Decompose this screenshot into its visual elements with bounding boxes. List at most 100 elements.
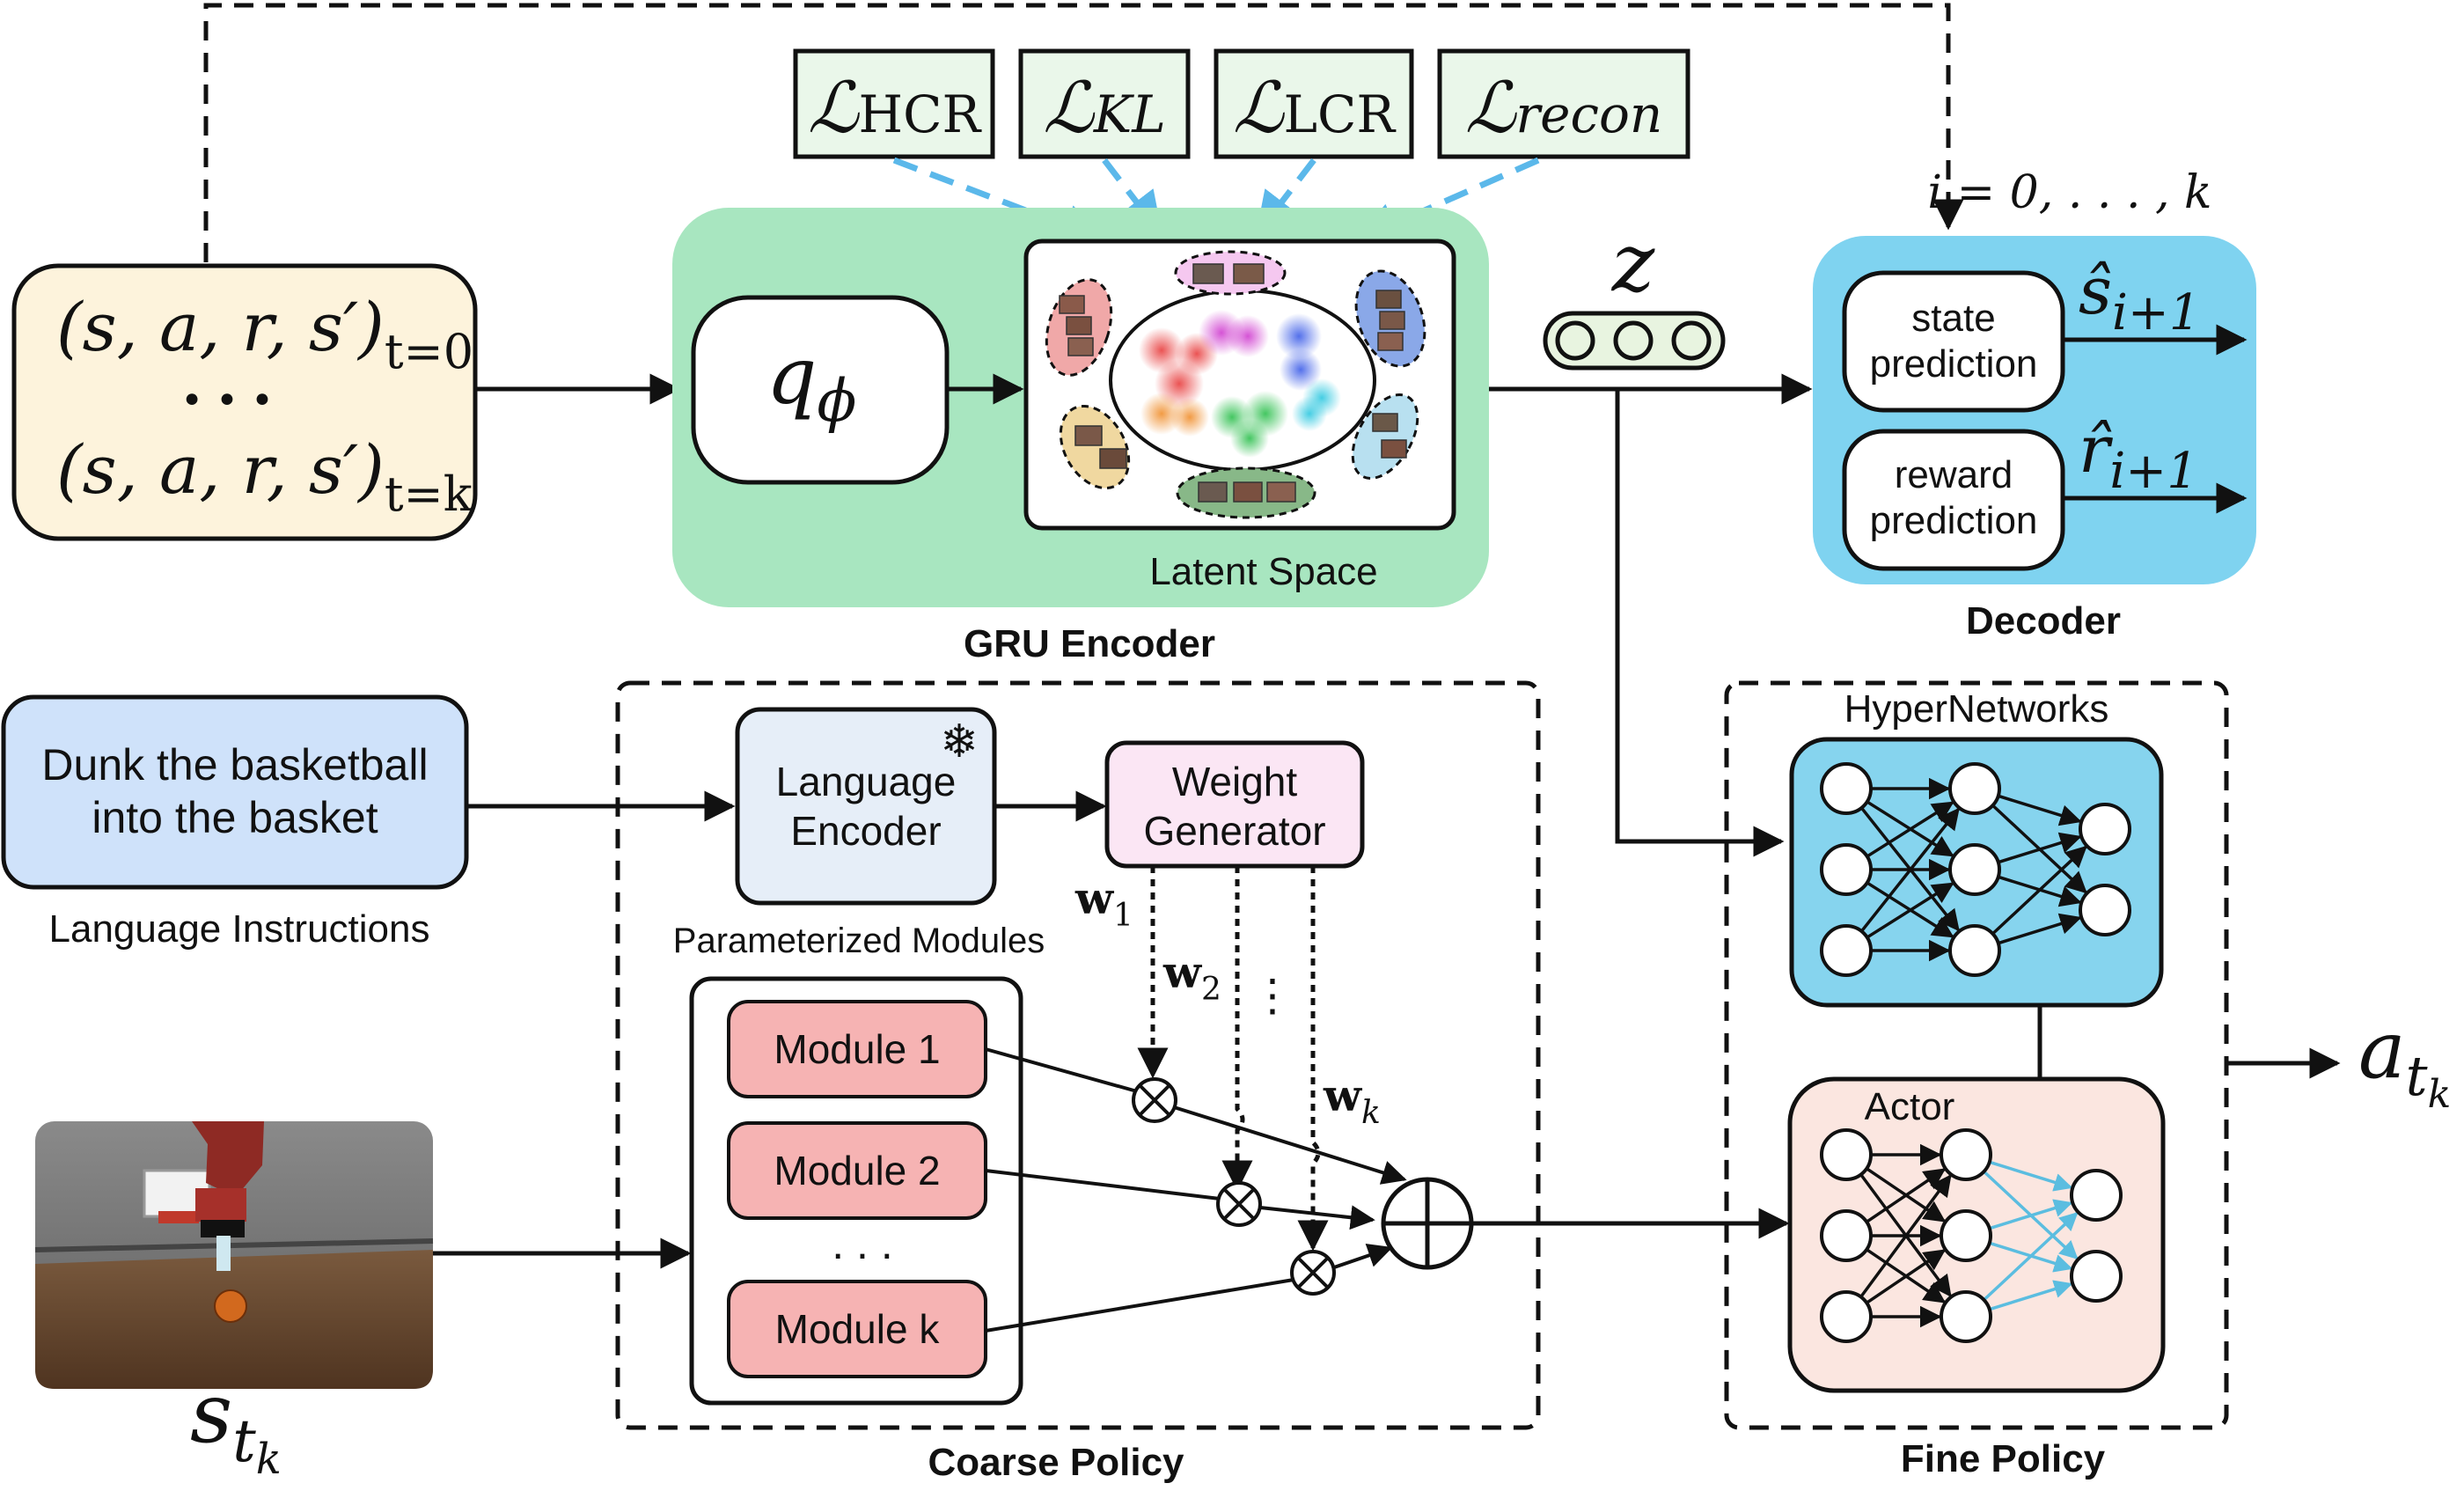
loss-arrow-lcr: [1256, 158, 1316, 236]
state-prediction-line-1: state: [1911, 297, 1995, 340]
coarse-policy-title: Coarse Policy: [928, 1441, 1184, 1484]
state-prediction-line-2: prediction: [1870, 342, 2038, 386]
actor-node: [1940, 1209, 1992, 1262]
actor-edge: [1983, 1212, 2079, 1302]
hypernetwork-node: [1820, 924, 1873, 977]
language-encoder-line-2: Encoder: [790, 808, 941, 854]
loss-box-hcr: [793, 48, 995, 159]
loss-arrow-kl: [1102, 158, 1162, 236]
z-node-2: [1613, 320, 1654, 361]
trajectory-dots: • • •: [180, 378, 274, 423]
module-dots: . . .: [832, 1219, 892, 1268]
decoder-title: Decoder: [1966, 599, 2121, 643]
wk-line: [1297, 866, 1329, 1252]
module-1-label: Module 1: [774, 1026, 940, 1072]
hypernetwork-edge: [1860, 807, 1960, 933]
cluster-pink: [1174, 250, 1287, 296]
actor-node: [1820, 1209, 1873, 1262]
z-node-3: [1671, 320, 1712, 361]
w-dots: ⋮: [1250, 971, 1294, 1020]
actor-edge: [1859, 1174, 1952, 1298]
hypernetwork-node: [1948, 762, 2001, 815]
weight-generator-line-1: Weight: [1172, 759, 1298, 804]
actor-node: [1940, 1128, 1992, 1181]
state-image: [34, 1121, 434, 1389]
hypernetwork-node: [1820, 843, 1873, 896]
trajectory-box: [11, 263, 478, 541]
reward-prediction-line-1: reward: [1895, 453, 2013, 496]
hypernetworks-label: HyperNetworks: [1844, 687, 2109, 731]
q-phi-label: qϕ: [766, 330, 857, 435]
trajectory-line-2: (s, a, r, s′)t=k: [56, 430, 473, 522]
module-combination-lines: [985, 1047, 1407, 1333]
instruction-line-2: into the basket: [92, 793, 378, 842]
wk-label: wk: [1323, 1069, 1381, 1131]
trajectory-line-1: (s, a, r, s′)t=0: [56, 288, 473, 379]
parameterized-modules-label: Parameterized Modules: [673, 922, 1045, 960]
r-hat-label: r̂i+1: [2079, 412, 2198, 500]
sum-node-cross: [1383, 1179, 1471, 1267]
instruction-line-1: Dunk the basketball: [41, 740, 428, 789]
hypernetwork-nodes: [1820, 762, 2131, 977]
loss-box-kl: [1018, 48, 1191, 159]
language-encoder-line-1: Language: [776, 759, 957, 804]
loss-box-recon: [1437, 48, 1690, 159]
hypernetwork-edge: [1998, 832, 2082, 864]
s-hat-label: ŝi+1: [2079, 253, 2200, 341]
decoder-index-label: i = 0, . . . , k: [1927, 166, 2211, 219]
z-to-hypernetwork-arrow: [1615, 389, 1785, 857]
latent-space-label: Latent Space: [1149, 550, 1377, 593]
coarse-policy-region: [615, 680, 1541, 1430]
hypernetwork-edge: [1866, 882, 1954, 939]
loss-label-kl: ℒKL: [1043, 67, 1165, 149]
hypernetwork-edges: [1860, 777, 2087, 962]
weight-generator-box: [1104, 740, 1365, 869]
actor-nodes: [1820, 1128, 2123, 1343]
actor-edge: [1989, 1199, 2073, 1230]
state-label: stk: [190, 1366, 282, 1484]
weight-generator-line-2: Generator: [1143, 808, 1325, 854]
instruction-box: [1, 694, 469, 890]
latent-thumbnails: [1059, 263, 1407, 503]
loss-box-lcr: [1214, 48, 1414, 159]
latent-space-box: [1023, 239, 1456, 531]
state-prediction-box: [1842, 270, 2065, 413]
actor-node: [2070, 1250, 2123, 1303]
loss-boxes: ℒHCR ℒKL ℒLCR ℒrecon: [793, 48, 1690, 159]
weight-lines: [1137, 866, 1329, 1252]
actor-node: [1820, 1290, 1873, 1343]
actor-edge: [1989, 1160, 2073, 1192]
loss-label-hcr: ℒHCR: [808, 67, 983, 149]
z-label: z: [1611, 216, 1655, 310]
latent-clusters: [1139, 310, 1341, 458]
fine-policy-title: Fine Policy: [1901, 1437, 2106, 1480]
instruction-caption: Language Instructions: [49, 907, 430, 951]
hypernetwork-edge: [1991, 845, 2087, 936]
actor-node: [2070, 1169, 2123, 1222]
reward-prediction-line-2: prediction: [1870, 499, 2038, 542]
hypernetwork-node: [1948, 843, 2001, 896]
multiply-nodes: [1132, 1077, 1336, 1296]
actor-edge: [1989, 1280, 2073, 1311]
loss-label-lcr: ℒLCR: [1233, 67, 1397, 149]
hypernetwork-edge: [1998, 913, 2082, 945]
actor-edges: [1859, 1143, 2079, 1328]
z-node-1: [1555, 320, 1595, 361]
actor-edge: [1866, 1249, 1947, 1304]
hypernetwork-node: [2079, 803, 2131, 855]
action-label: atk: [2358, 1004, 2451, 1117]
actor-node: [1940, 1290, 1992, 1343]
module-k-label: Module k: [775, 1306, 941, 1352]
trajectory-to-decoder-dashed-line: [203, 3, 1964, 262]
fine-policy-region: [1724, 680, 2229, 1430]
actor-node: [1820, 1128, 1873, 1181]
w1-label: w1: [1074, 872, 1133, 934]
hypernetwork-node: [1820, 762, 1873, 815]
w2-label: w2: [1162, 946, 1221, 1008]
gru-encoder-title: GRU Encoder: [964, 622, 1215, 665]
snowflake-icon: ❄: [940, 716, 979, 767]
module-2-label: Module 2: [774, 1148, 940, 1193]
loss-label-recon: ℒrecon: [1465, 67, 1662, 149]
